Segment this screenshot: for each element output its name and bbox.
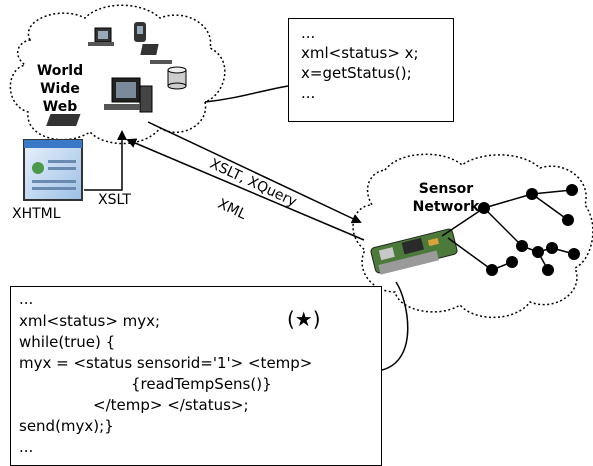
sensor-node bbox=[546, 242, 558, 254]
sensor-network-cloud bbox=[352, 153, 593, 319]
xslt-xquery-arrow bbox=[147, 121, 362, 224]
pda-icon bbox=[134, 22, 146, 42]
laptop-icon bbox=[140, 44, 172, 64]
desktop-computer-icon bbox=[88, 27, 114, 46]
bottom-code-line: ... bbox=[19, 290, 34, 308]
www-label-line3: Web bbox=[42, 99, 78, 115]
sensor-mote-icon bbox=[370, 228, 458, 275]
sensor-node bbox=[568, 248, 580, 260]
server-computer-icon bbox=[46, 77, 153, 126]
sensor-network-label: Sensor Network bbox=[396, 180, 496, 216]
sensor-node bbox=[506, 256, 518, 268]
database-icon bbox=[167, 66, 187, 90]
sensor-node bbox=[542, 264, 554, 276]
www-label-line1: World bbox=[36, 63, 84, 79]
top-code-line: ... bbox=[301, 84, 316, 102]
top-code-line: xml<status> x; bbox=[301, 44, 419, 62]
www-cloud bbox=[9, 4, 226, 145]
sensor-label-line2: Network bbox=[412, 199, 480, 215]
bottom-code-line: {readTempSens()} bbox=[131, 375, 272, 393]
www-label: World Wide Web bbox=[30, 62, 90, 116]
star-marker: (★) bbox=[287, 307, 321, 331]
top-code-line: x=getStatus(); bbox=[301, 64, 412, 82]
bottom-code-line: ... bbox=[19, 438, 34, 456]
sensor-node bbox=[532, 246, 544, 258]
sensor-node bbox=[566, 184, 578, 196]
bottom-code-box: ... xml<status> myx; while(true) { myx =… bbox=[10, 286, 382, 466]
top-code-line: ... bbox=[301, 24, 316, 42]
top-code-box: ... xml<status> x; x=getStatus(); ... bbox=[288, 18, 454, 122]
bottom-code-line: send(myx);} bbox=[19, 417, 114, 435]
xhtml-document-icon bbox=[23, 139, 83, 201]
sensor-node bbox=[562, 214, 574, 226]
sensor-label-line1: Sensor bbox=[418, 181, 474, 197]
bottom-code-line: myx = <status sensorid='1'> <temp> bbox=[19, 354, 313, 372]
sensor-node bbox=[526, 188, 538, 200]
bottom-code-line: </temp> </status>; bbox=[93, 396, 249, 414]
xslt-arrow bbox=[84, 130, 127, 191]
top-callout-line bbox=[204, 85, 289, 103]
sensor-graph-nodes bbox=[478, 184, 580, 276]
xslt-label: XSLT bbox=[98, 192, 131, 208]
sensor-node bbox=[516, 240, 528, 252]
www-label-line2: Wide bbox=[40, 81, 80, 97]
sensor-node bbox=[486, 264, 498, 276]
xml-arrow bbox=[126, 138, 365, 241]
xhtml-label: XHTML bbox=[12, 206, 61, 222]
bottom-code-line: xml<status> myx; bbox=[19, 312, 161, 330]
bottom-callout-line bbox=[381, 281, 409, 371]
bottom-code-line: while(true) { bbox=[19, 333, 116, 351]
sensor-node bbox=[478, 202, 490, 214]
